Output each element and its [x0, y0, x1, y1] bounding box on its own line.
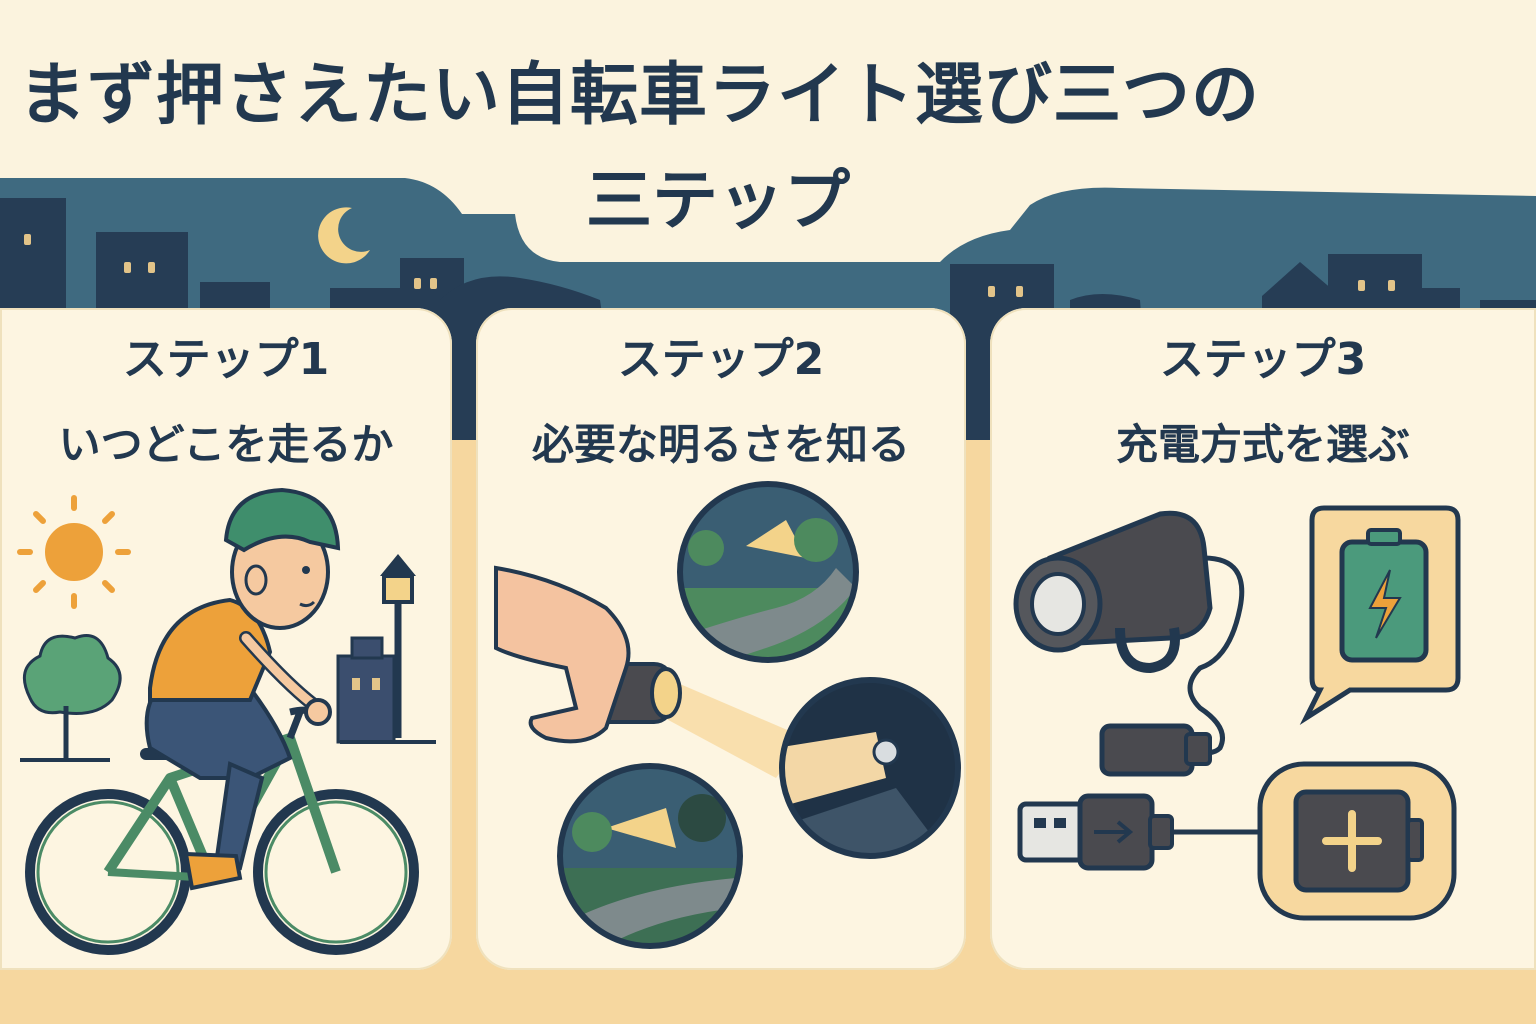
- battery-charge-icon: [1299, 505, 1461, 725]
- street-lamp-icon: [340, 554, 436, 744]
- step-3-heading: 充電方式を選ぶ: [1115, 420, 1410, 469]
- step-2-heading: 必要な明るさを知る: [531, 420, 910, 469]
- charging-illustration: [1013, 505, 1461, 921]
- step-1-label: ステップ1: [122, 334, 330, 385]
- usb-plug-icon: [1017, 793, 1260, 871]
- step-3-panel: ステップ3 充電方式を選ぶ: [990, 308, 1536, 970]
- cyclist-icon: [144, 487, 341, 891]
- hand-flashlight-icon: [494, 565, 682, 744]
- battery-plus-icon: [1257, 761, 1457, 921]
- step-2-label: ステップ2: [617, 334, 825, 385]
- cyclist-illustration: [17, 487, 436, 955]
- page-title-line1: まず押さえたい自転車ライト選び三つの: [18, 56, 1261, 135]
- sun-icon: [17, 495, 131, 609]
- step-2-panel: ステップ2 必要な明るさを知る: [476, 308, 966, 970]
- page-title-line2: 三テップ: [586, 162, 850, 239]
- step-1-heading: いつどこを走るか: [58, 420, 394, 469]
- tree-icon: [20, 634, 122, 762]
- bike-light-icon: [1013, 510, 1213, 674]
- brightness-illustration: [494, 481, 961, 949]
- step-3-label: ステップ3: [1159, 334, 1367, 385]
- step-1-panel: ステップ1 いつどこを走るか: [0, 308, 452, 970]
- moon-icon: [318, 207, 370, 264]
